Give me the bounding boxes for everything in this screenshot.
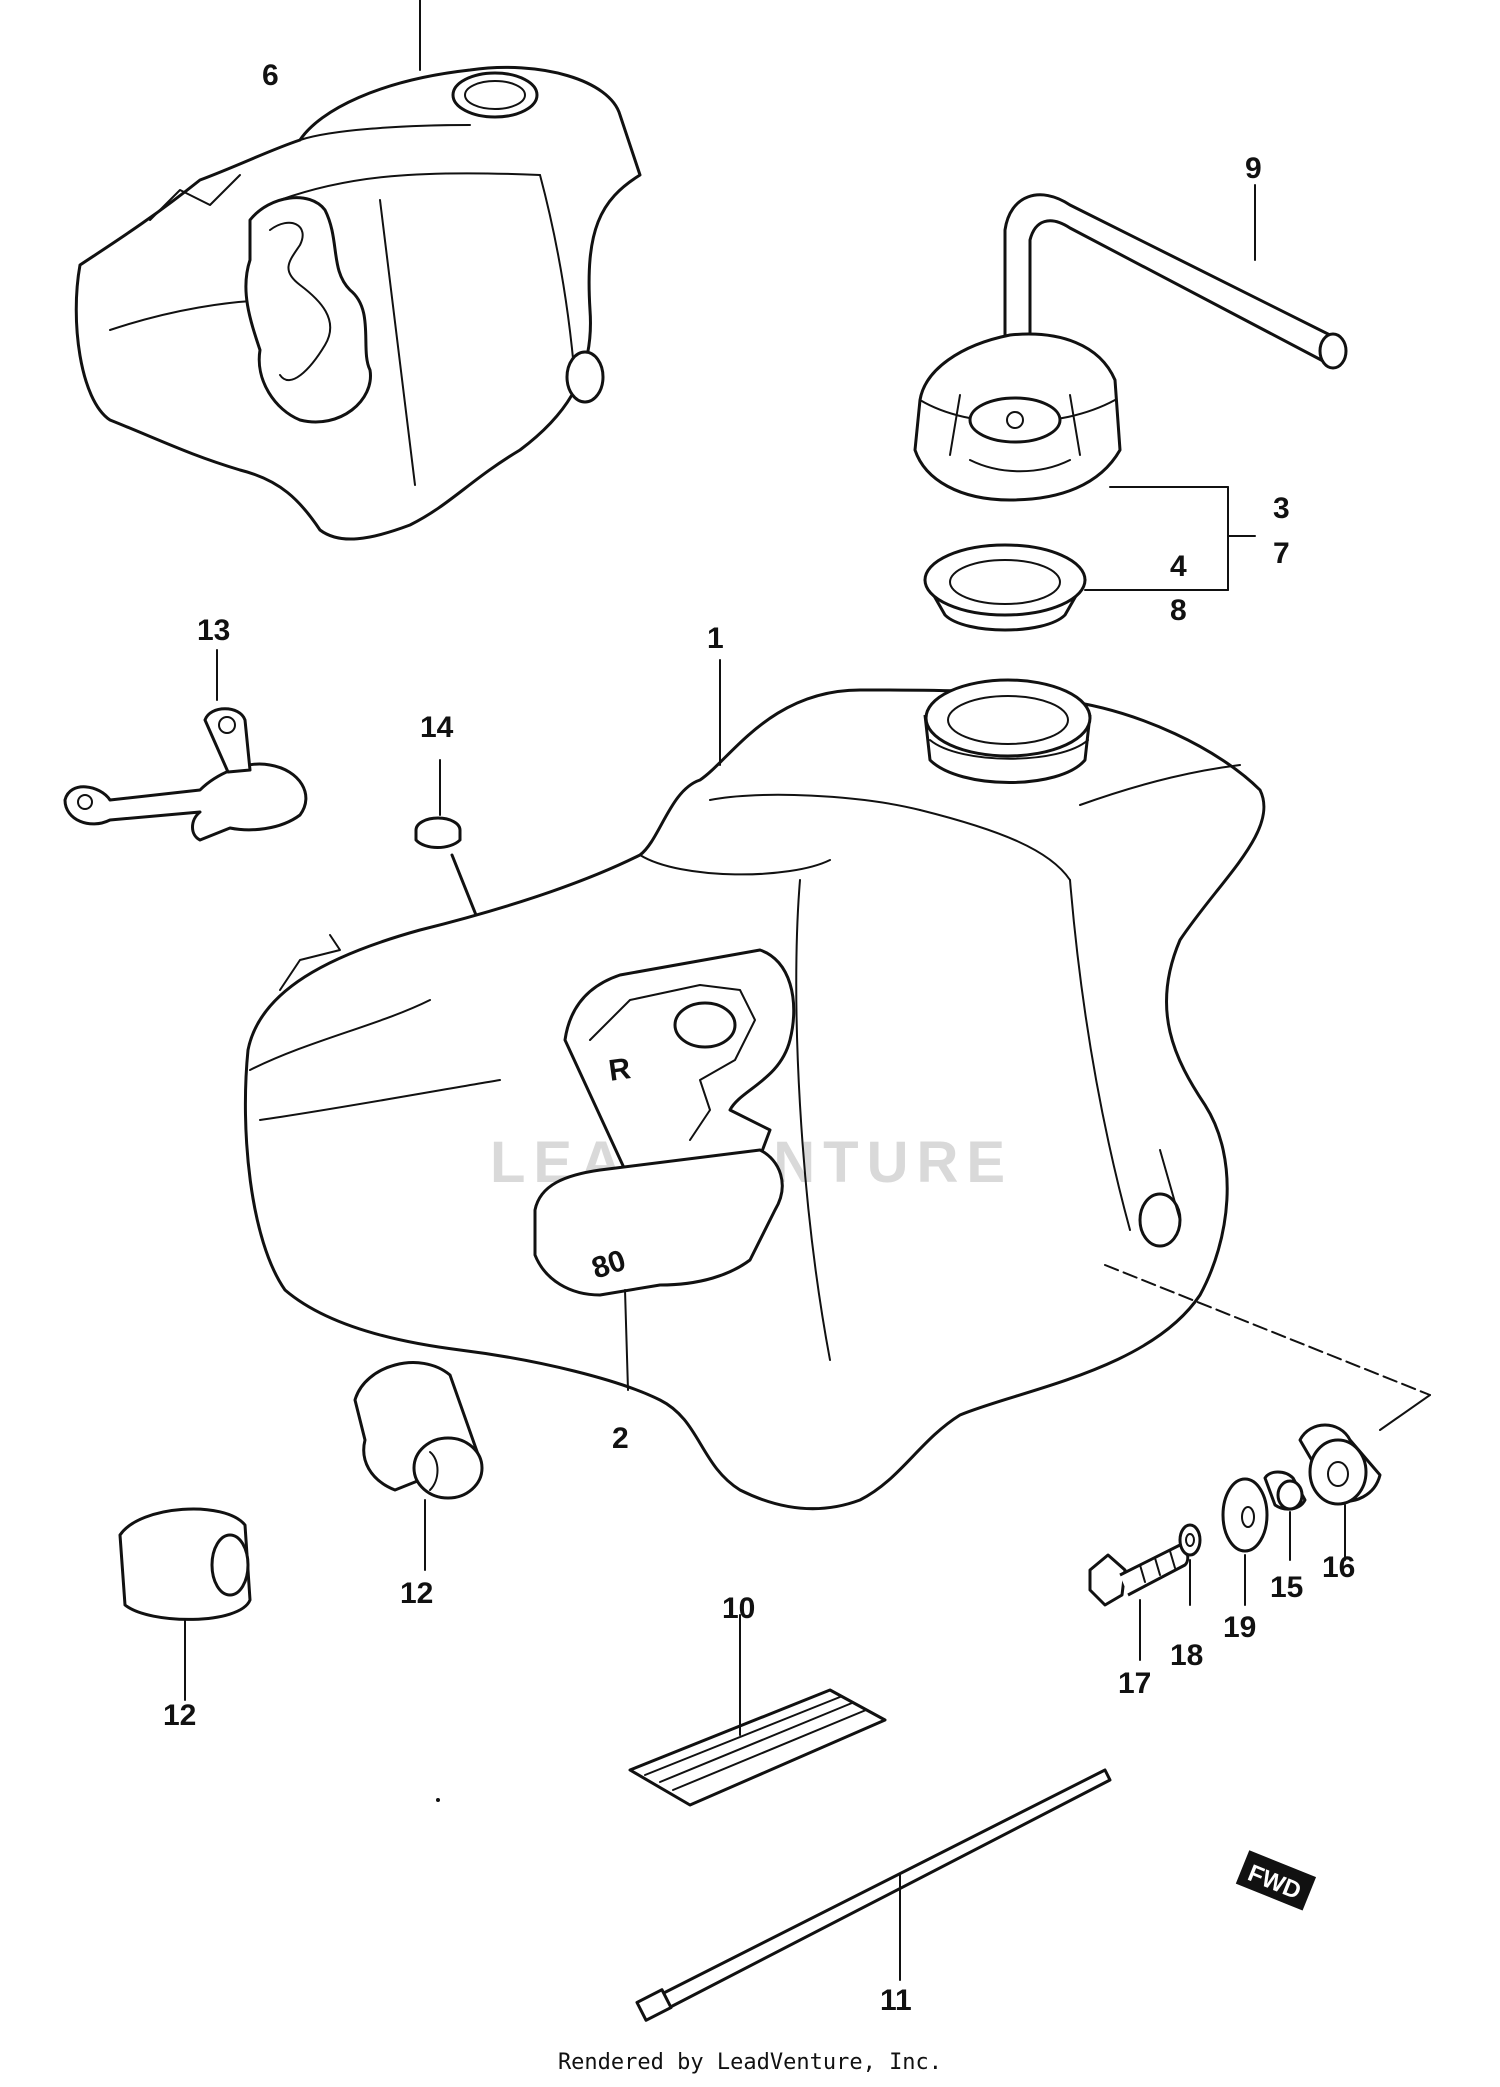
cap-gasket [923,543,1087,632]
callout-bracket [1084,486,1256,591]
screw [414,759,478,917]
callout-1: 1 [707,622,724,655]
callout-6: 6 [262,59,279,92]
stray-dot [436,1798,440,1802]
callout-9: 9 [1245,152,1262,185]
callout-17: 17 [1118,1667,1151,1700]
washer-small [1178,1523,1202,1606]
cable-tie [635,1768,1112,2022]
grommet [1298,1423,1382,1561]
assembly-leader [1104,1264,1431,1431]
collar [1263,1470,1307,1561]
callout-18: 18 [1170,1639,1203,1672]
callout-4: 4 [1170,550,1187,583]
callout-15: 15 [1270,1571,1303,1604]
callout-3: 3 [1273,492,1290,525]
callout-labels: 1 2 3 4 6 7 8 9 10 11 12 12 13 14 15 16 … [163,59,1355,2017]
callout-10: 10 [722,1592,755,1625]
callout-14: 14 [420,711,454,744]
cushion-upper [353,1361,484,1571]
vent-hose [1003,184,1348,370]
decal-letter: R [607,1052,633,1088]
cushion-lower [118,1507,252,1701]
main-fuel-tank [243,659,1266,1511]
footer-credit: Rendered by LeadVenture, Inc. [557,2050,943,2075]
fwd-badge: FWD [1235,1850,1317,1911]
callout-19: 19 [1223,1611,1256,1644]
tank-bracket [63,649,308,842]
callout-13: 13 [197,614,230,647]
callout-12a: 12 [400,1577,433,1610]
callout-12b: 12 [163,1699,196,1732]
callout-8: 8 [1170,594,1187,627]
tape-strip [628,1614,887,1807]
small-tank-decal [244,196,372,424]
main-tank-decal: 80 R [533,948,796,1391]
small-fuel-tank [74,0,642,541]
callout-7: 7 [1273,537,1290,570]
washer-large [1221,1477,1269,1606]
fuel-cap [913,332,1122,502]
callout-16: 16 [1322,1551,1355,1584]
callout-11: 11 [880,1984,912,2017]
callout-2: 2 [612,1422,629,1455]
